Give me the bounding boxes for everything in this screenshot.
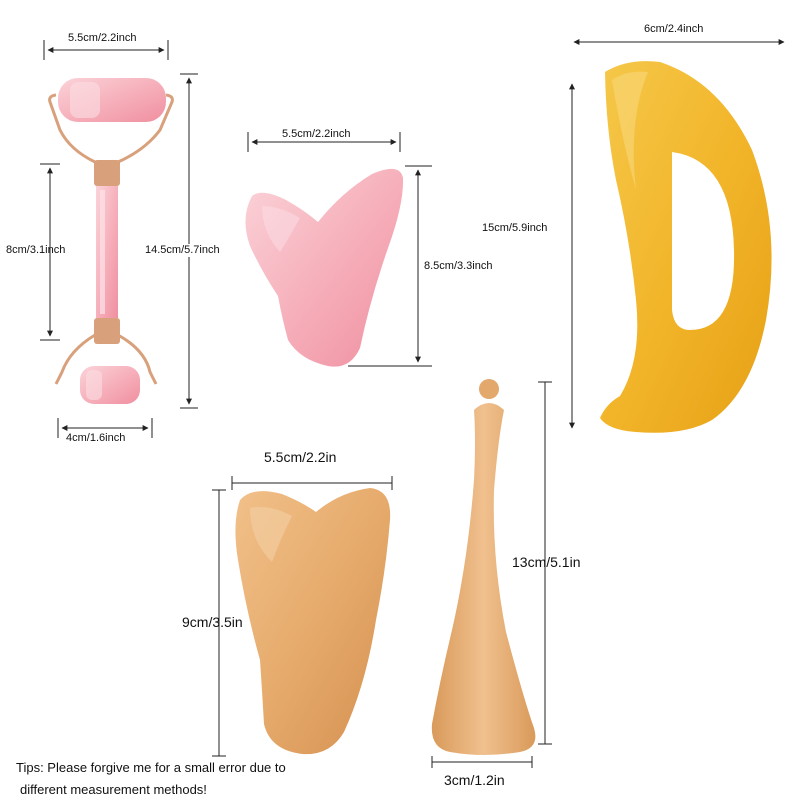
stick-gua-sha xyxy=(431,379,536,755)
amber-heart-gua-sha xyxy=(235,488,391,755)
crescent-height-label: 15cm/5.9inch xyxy=(482,222,548,234)
pink-heart-width-label: 5.5cm/2.2inch xyxy=(282,128,351,140)
crescent-dimension-lines xyxy=(569,39,785,429)
pink-heart-height-label: 8.5cm/3.3inch xyxy=(424,260,493,272)
roller-handle-length-label: 8cm/3.1inch xyxy=(6,244,66,256)
roller-bottom-width-label: 4cm/1.6inch xyxy=(66,432,126,444)
pink-heart-dimension-lines xyxy=(247,132,432,367)
pink-heart-gua-sha xyxy=(245,168,404,367)
stick-dimension-lines xyxy=(431,381,552,768)
jade-roller xyxy=(48,78,174,404)
amber-heart-dimension-lines xyxy=(212,476,393,757)
tips-line-2: different measurement methods! xyxy=(20,782,207,797)
amber-heart-width-label: 5.5cm/2.2in xyxy=(264,449,337,465)
roller-dimension-lines xyxy=(40,40,198,438)
stick-width-label: 3cm/1.2in xyxy=(444,772,505,788)
amber-heart-height-label: 9cm/3.5in xyxy=(182,614,243,630)
crescent-gua-sha xyxy=(600,61,772,433)
crescent-width-label: 6cm/2.4inch xyxy=(644,23,704,35)
roller-total-length-label: 14.5cm/5.7inch xyxy=(145,244,220,257)
stick-height-label: 13cm/5.1in xyxy=(512,554,581,570)
tips-line-1: Tips: Please forgive me for a small erro… xyxy=(16,760,286,775)
roller-top-width-label: 5.5cm/2.2inch xyxy=(68,32,137,44)
